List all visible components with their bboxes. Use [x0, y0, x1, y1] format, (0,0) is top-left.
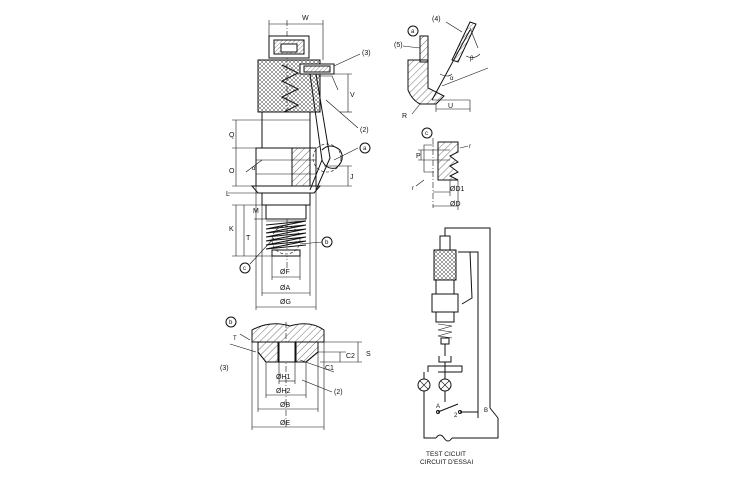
dim-label-v: V — [350, 92, 355, 99]
dia-label-b: ØB — [280, 402, 290, 409]
callout-3-detail: (3) — [220, 365, 229, 372]
dia-label-g: ØG — [280, 299, 291, 306]
dim-label-t: T — [246, 235, 251, 242]
dim-label-r: R — [402, 113, 407, 120]
dia-label-h1: ØH1 — [276, 374, 291, 381]
callout-5: (5) — [394, 42, 403, 49]
dim-label-q: Q — [229, 132, 235, 139]
main-plug-view — [228, 20, 361, 310]
detail-b-view — [229, 322, 362, 430]
dim-label-w: W — [302, 15, 309, 22]
radius-label-bottom: r — [412, 186, 414, 192]
dim-label-p: P — [416, 153, 421, 160]
dim-label-c1: C1 — [325, 365, 334, 372]
dim-label-k: K — [229, 226, 234, 233]
callout-c-label: c — [243, 266, 246, 272]
dim-label-m: M — [253, 208, 259, 215]
callout-2: (2) — [360, 127, 369, 134]
switch-label-b: B — [484, 408, 488, 414]
callout-b-label: b — [325, 240, 329, 246]
dia-label-e: ØE — [280, 420, 290, 427]
callout-circle-a — [359, 142, 371, 154]
detail-a-view — [402, 21, 489, 115]
detail-a-marker — [407, 25, 419, 37]
dim-label-j: J — [350, 174, 354, 181]
dim-label-c2: C2 — [346, 353, 355, 360]
detail-c-marker — [421, 127, 433, 139]
dia-label-d1: ØD1 — [450, 186, 465, 193]
dia-label-f: ØF — [280, 269, 290, 276]
dia-label-d: ØD — [450, 201, 461, 208]
dim-label-l: L — [226, 191, 230, 198]
switch-label-a: A — [436, 404, 440, 410]
detail-b-marker-label: b — [229, 320, 233, 326]
dim-label-t-detail: T — [233, 336, 237, 342]
test-circuit-caption-en: TEST CICUIT — [426, 451, 466, 458]
callout-circle-c — [239, 262, 251, 274]
alpha-label-detail: α — [450, 76, 454, 82]
radius-label-top: r — [469, 144, 471, 150]
callout-4: (4) — [432, 16, 441, 23]
beta-label: β — [470, 56, 474, 62]
dim-label-s: S — [366, 351, 371, 358]
detail-c-view — [415, 138, 469, 210]
alpha-label: α — [252, 166, 256, 172]
callout-circle-b — [321, 236, 333, 248]
detail-c-marker-label: c — [425, 131, 428, 137]
test-circuit-diagram — [417, 227, 499, 442]
callout-2-detail: (2) — [334, 389, 343, 396]
dia-label-a: ØA — [280, 285, 290, 292]
dia-label-h2: ØH2 — [276, 388, 291, 395]
callout-a-label: a — [363, 146, 367, 152]
dim-label-u: U — [448, 103, 453, 110]
dim-label-o: O — [229, 168, 235, 175]
switch-label-2: 2 — [454, 413, 458, 419]
callout-3: (3) — [362, 50, 371, 57]
detail-a-marker-label: a — [411, 29, 415, 35]
detail-b-marker — [225, 316, 237, 328]
test-circuit-caption-fr: CIRCUIT D'ESSAI — [420, 459, 473, 466]
